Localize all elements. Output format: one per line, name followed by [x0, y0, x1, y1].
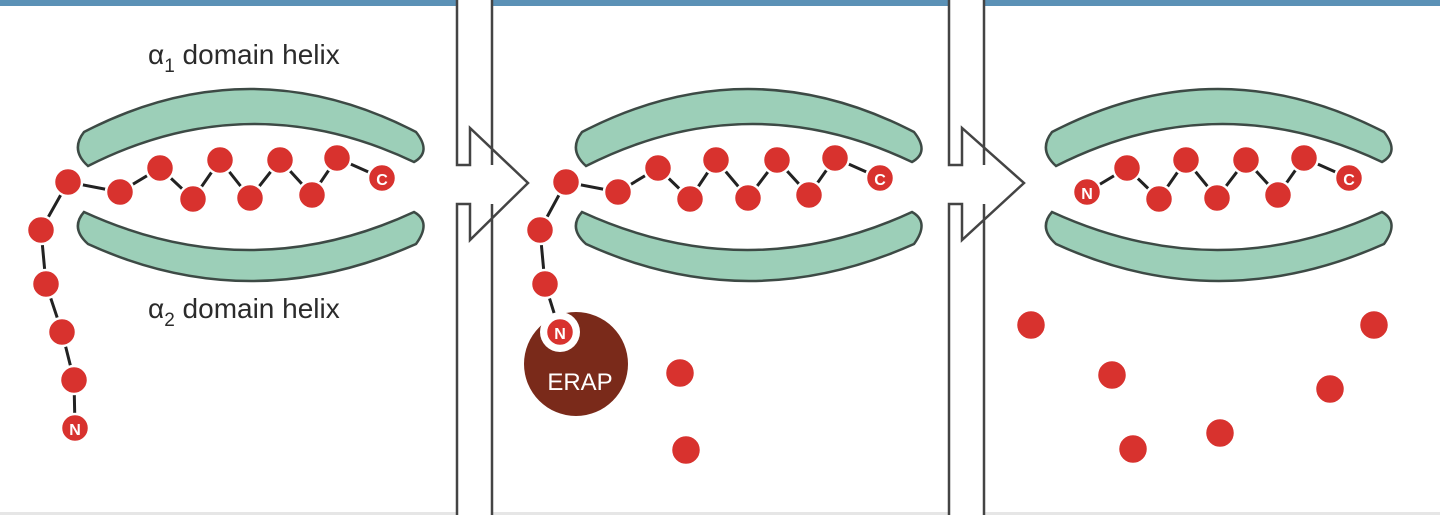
residue	[642, 152, 674, 184]
alpha2-helix-label: α2 domain helix	[148, 293, 340, 331]
alpha1-helix	[1044, 87, 1393, 168]
top-band	[0, 0, 1440, 6]
panel-1: α1 domain helix α2 domain helix N C	[25, 39, 425, 444]
released-amino-acids	[663, 356, 703, 467]
alpha1-helix	[76, 87, 425, 168]
alpha1-text: domain helix	[175, 39, 340, 70]
residue	[52, 166, 84, 198]
arrow-2-gap	[949, 0, 984, 515]
n-terminus-label: N	[554, 326, 566, 343]
peptide-residues	[25, 142, 353, 396]
free-residue	[663, 356, 697, 390]
alpha1-helix	[574, 87, 923, 168]
arrow-1-shape	[455, 0, 530, 515]
residue	[1201, 182, 1233, 214]
top-band-1	[0, 0, 457, 6]
residue	[1230, 144, 1262, 176]
alpha1-helix-label: α1 domain helix	[148, 39, 340, 77]
alpha2-text: domain helix	[175, 293, 340, 324]
residue	[144, 152, 176, 184]
residue	[234, 182, 266, 214]
residue	[264, 144, 296, 176]
free-residue	[1313, 372, 1347, 406]
alpha2-symbol: α	[148, 293, 164, 324]
peptide-residues	[1111, 142, 1320, 215]
c-terminus-label: C	[376, 172, 388, 189]
n-terminus-residue	[59, 412, 91, 444]
released-amino-acids	[1014, 308, 1391, 466]
residue	[30, 268, 62, 300]
panel-2: ERAP N C	[524, 87, 923, 467]
residue	[46, 316, 78, 348]
alpha2-helix	[76, 210, 425, 283]
residue	[1288, 142, 1320, 174]
free-residue	[1095, 358, 1129, 392]
c-terminus-label: C	[874, 172, 886, 189]
alpha2-helix	[574, 210, 923, 283]
residue	[104, 176, 136, 208]
residue	[674, 183, 706, 215]
alpha2-helix	[1044, 210, 1393, 283]
alpha2-subscript: 2	[164, 310, 175, 331]
top-band-2	[492, 0, 949, 6]
residue	[1262, 179, 1294, 211]
bottom-border	[0, 512, 1440, 515]
free-residue	[1203, 416, 1237, 450]
residue	[1111, 152, 1143, 184]
free-residue	[1357, 308, 1391, 342]
residue	[732, 182, 764, 214]
c-terminus-label: C	[1343, 172, 1355, 189]
residue	[321, 142, 353, 174]
n-terminus-label: N	[1081, 186, 1093, 203]
free-residue	[1116, 432, 1150, 466]
alpha1-subscript: 1	[164, 56, 175, 77]
n-terminus-residue	[1071, 176, 1103, 208]
residue	[177, 183, 209, 215]
c-terminus-residue	[864, 162, 896, 194]
arrow-1-gap	[457, 0, 492, 515]
step-arrow-2	[947, 0, 1026, 515]
residue	[550, 166, 582, 198]
residue	[58, 364, 90, 396]
residue	[529, 268, 561, 300]
residue	[204, 144, 236, 176]
free-residue	[1014, 308, 1048, 342]
residue	[602, 176, 634, 208]
peptide-residues	[524, 142, 851, 300]
residue	[1143, 183, 1175, 215]
residue	[1170, 144, 1202, 176]
c-terminus-residue	[366, 162, 398, 194]
residue	[524, 214, 556, 246]
top-band-3	[984, 0, 1440, 6]
erap-label: ERAP	[547, 369, 612, 396]
free-residue	[669, 433, 703, 467]
n-terminus-label: N	[69, 422, 81, 439]
residue	[819, 142, 851, 174]
residue	[296, 179, 328, 211]
arrow-2-shape	[947, 0, 1026, 515]
c-terminus-residue	[1333, 162, 1365, 194]
residue	[761, 144, 793, 176]
residue	[700, 144, 732, 176]
alpha1-symbol: α	[148, 39, 164, 70]
panel-3: N C	[1014, 87, 1393, 466]
residue	[793, 179, 825, 211]
residue	[25, 214, 57, 246]
n-terminus-residue	[544, 316, 576, 348]
step-arrow-1	[455, 0, 530, 515]
